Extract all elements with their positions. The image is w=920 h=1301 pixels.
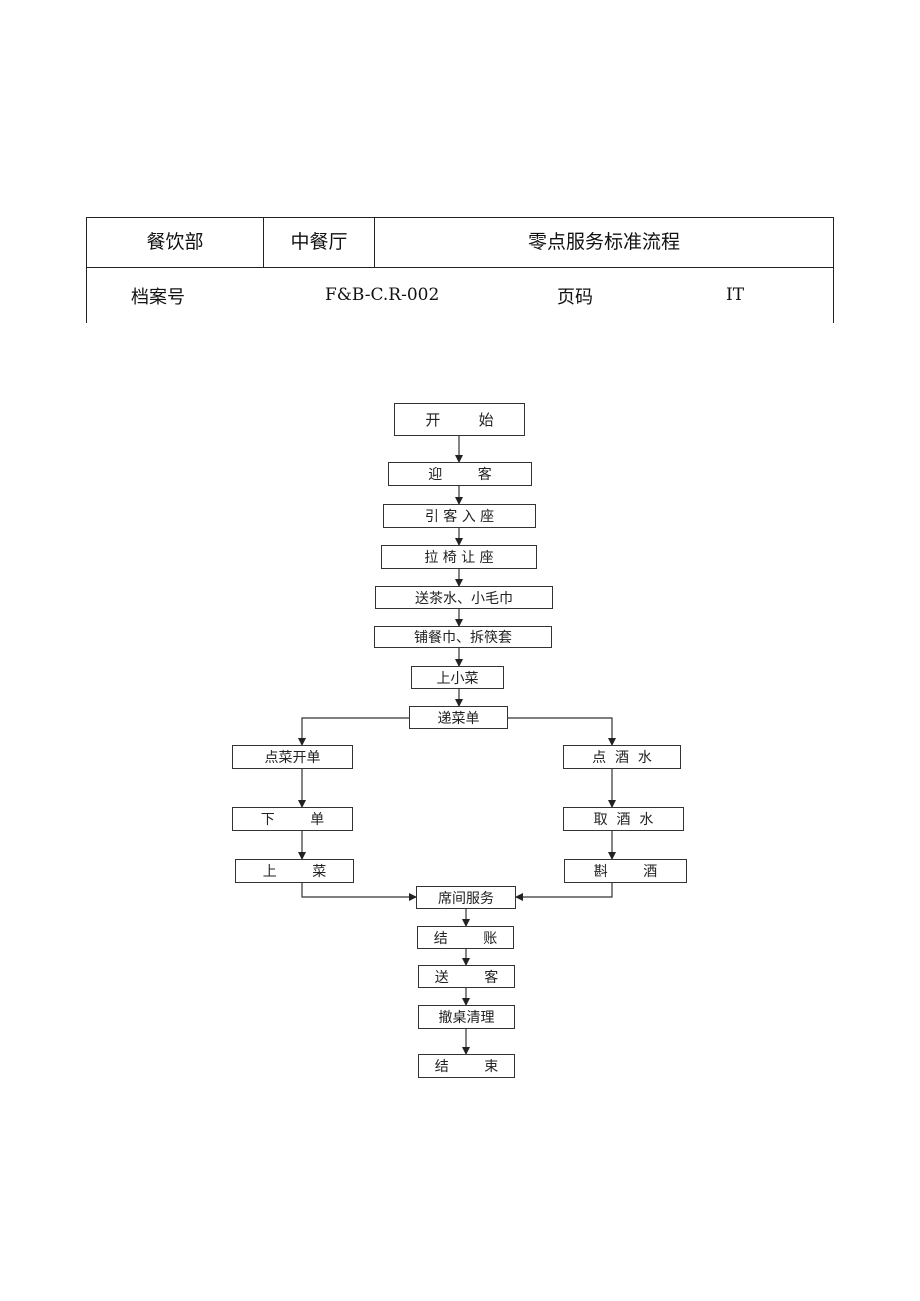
step-get-drinks: 取 酒 水 — [563, 807, 684, 831]
page-value: IT — [726, 285, 745, 305]
file-number-label: 档案号 — [131, 287, 185, 308]
restaurant-cell: 中餐厅 — [264, 218, 375, 267]
step-start: 开 始 — [394, 403, 525, 436]
step-pull-chair: 拉 椅 让 座 — [381, 545, 537, 569]
step-greet-guest: 迎 客 — [388, 462, 532, 486]
step-take-drink-order: 点 酒 水 — [563, 745, 681, 769]
step-serve-tea-towel: 送茶水、小毛巾 — [375, 586, 553, 609]
department-cell: 餐饮部 — [87, 218, 264, 267]
step-lead-to-seat: 引 客 入 座 — [383, 504, 536, 528]
step-table-service: 席间服务 — [416, 886, 516, 909]
file-number-value: F&B-C.R-002 — [325, 285, 440, 305]
step-take-food-order: 点菜开单 — [232, 745, 353, 769]
step-checkout: 结 账 — [417, 926, 514, 949]
step-serve-appetizer: 上小菜 — [411, 666, 504, 689]
header-row-top: 餐饮部 中餐厅 零点服务标准流程 — [86, 217, 834, 268]
step-clear-table: 撤桌清理 — [418, 1005, 515, 1029]
page-label: 页码 — [557, 287, 593, 308]
step-serve-dishes: 上 菜 — [235, 859, 354, 883]
document-title: 零点服务标准流程 — [527, 231, 680, 253]
step-place-order: 下 单 — [232, 807, 353, 831]
step-napkin-chopsticks: 铺餐巾、拆筷套 — [374, 626, 552, 648]
step-hand-menu: 递菜单 — [409, 706, 508, 729]
step-see-off-guest: 送 客 — [418, 965, 515, 988]
header-row-bottom: 档案号 F&B-C.R-002 页码 IT — [86, 267, 834, 323]
step-pour-wine: 斟 酒 — [564, 859, 687, 883]
step-end: 结 束 — [418, 1054, 515, 1078]
